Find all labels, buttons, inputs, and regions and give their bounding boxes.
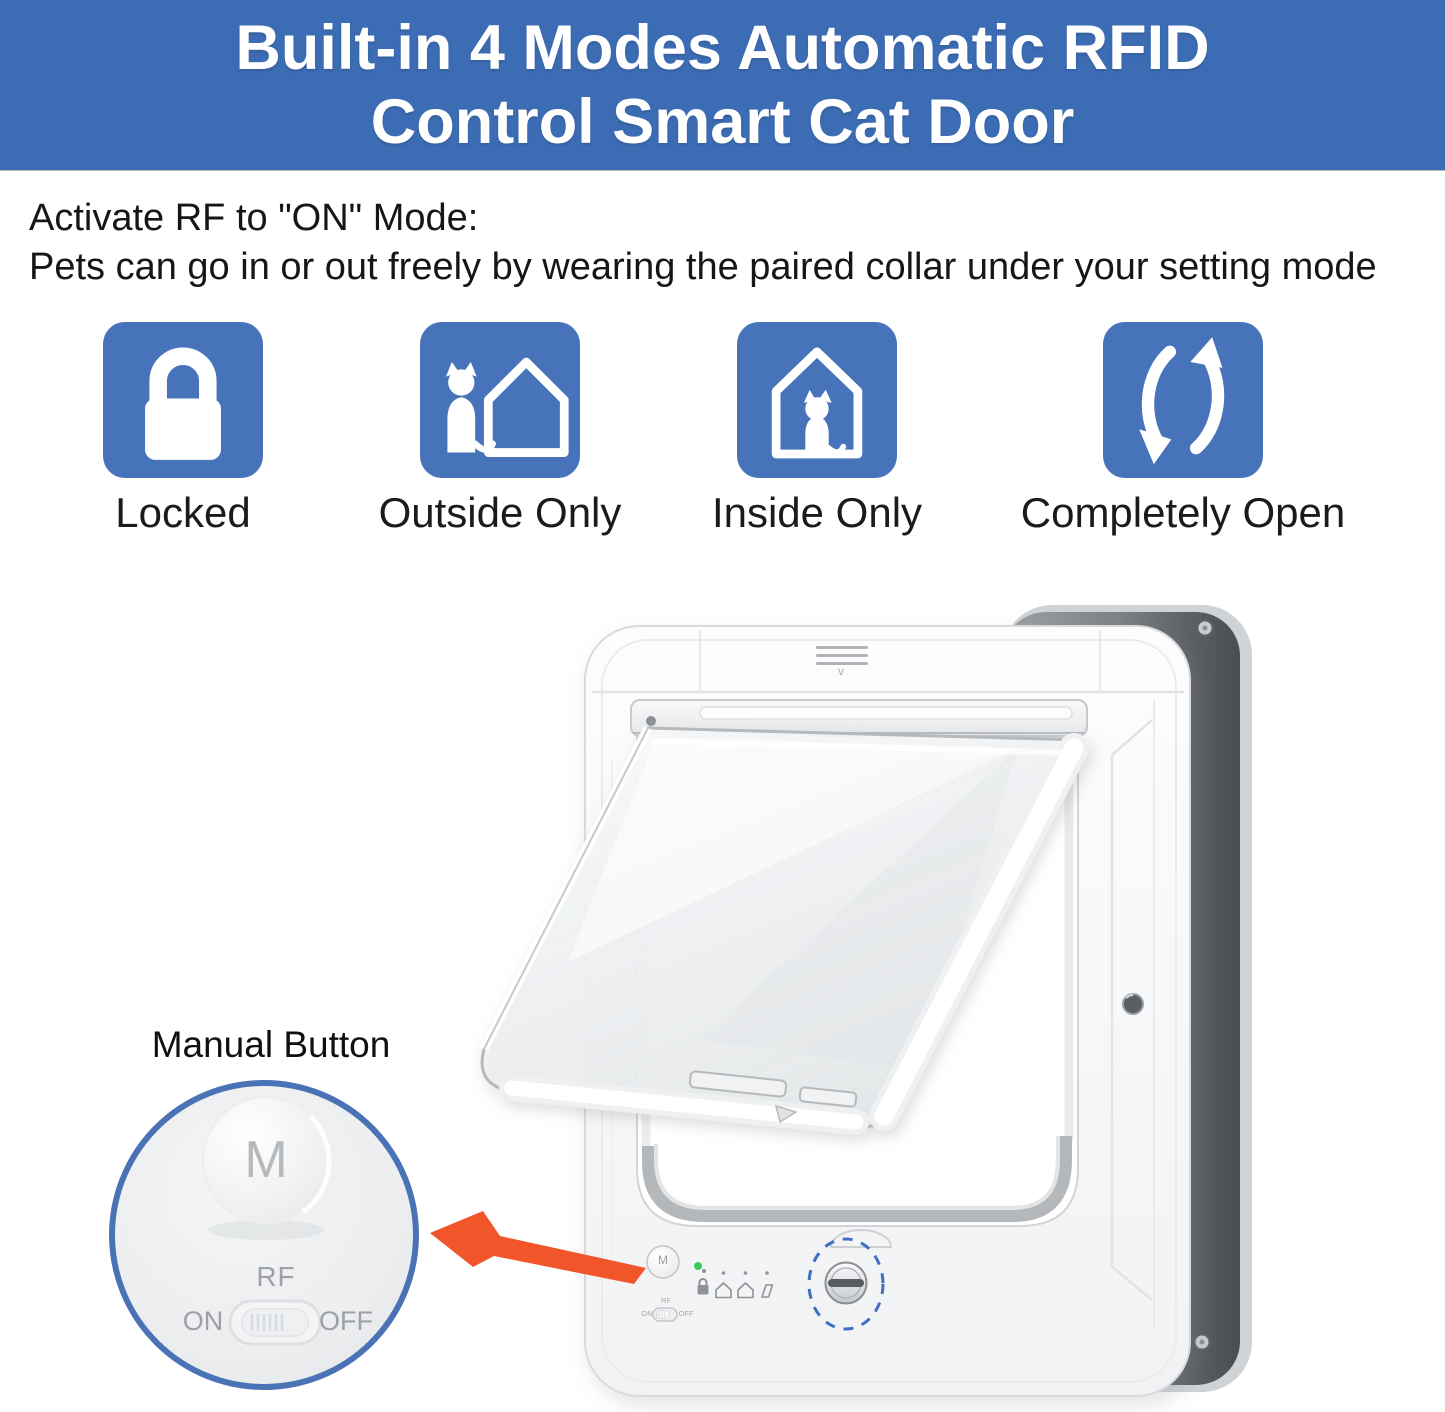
intro-line1: Activate RF to "ON" Mode: [29, 197, 479, 239]
header-title-line1: Built-in 4 Modes Automatic RFID [235, 13, 1210, 83]
mode-tile-inside-only-box [737, 322, 897, 478]
status-led [694, 1262, 702, 1270]
vent-marker: v [838, 664, 844, 678]
door-controls [646, 1237, 885, 1331]
mode-tile-outside-only: Outside Only [330, 322, 670, 537]
door-off-label: OFF [678, 1309, 694, 1318]
inset-off-label: OFF [319, 1306, 373, 1336]
double-swap-arrows-icon [1139, 337, 1225, 465]
header-banner: Built-in 4 Modes Automatic RFID Control … [0, 0, 1445, 171]
inset-on-label: ON [182, 1306, 224, 1336]
mode-tile-locked-box [103, 322, 263, 478]
mode-indicator-icons [697, 1271, 774, 1299]
mode-tile-completely-open-box [1103, 322, 1263, 478]
indicator-outside-icon [715, 1282, 732, 1299]
inset-m-button-label: M [244, 1131, 288, 1189]
screw-hole-bottom [1193, 1333, 1211, 1351]
inset-rf-toggle [228, 1299, 322, 1346]
flap-weather-strip [499, 733, 1089, 1135]
mode-tile-outside-only-box [420, 322, 580, 478]
cat-outside-house-icon [445, 357, 569, 457]
mode-tile-inside-only: Inside Only [647, 322, 987, 537]
cat-inside-house-icon [771, 347, 863, 459]
mode-tile-locked: Locked [13, 322, 353, 537]
intro-line2: Pets can go in or out freely by wearing … [29, 246, 1377, 288]
dial-highlight-dashed-circle [807, 1237, 885, 1331]
door-rf-label: RF [661, 1296, 671, 1305]
flap-latch-tab [829, 1229, 893, 1248]
lock-icon [145, 347, 221, 460]
indicator-open-icon [761, 1284, 774, 1298]
indicator-inside-icon [737, 1282, 754, 1299]
mode-label-locked: Locked [115, 489, 251, 536]
transparent-flap [479, 725, 1089, 1135]
vent-slots [816, 646, 868, 665]
mode-label-outside-only: Outside Only [378, 489, 622, 536]
door-m-button [646, 1245, 680, 1279]
screw-hole-top [1196, 619, 1214, 637]
manual-button-inset [109, 1080, 419, 1390]
door-on-label: ON [641, 1309, 653, 1318]
frame-screw [1122, 993, 1144, 1015]
door-rf-toggle [652, 1307, 678, 1322]
header-title-line2: Control Smart Cat Door [370, 87, 1075, 157]
inset-m-button [201, 1095, 332, 1225]
mode-label-completely-open: Completely Open [1020, 489, 1346, 536]
mode-label-inside-only: Inside Only [711, 489, 923, 536]
callout-arrow [430, 1211, 646, 1284]
flap-latch-hardware [688, 1070, 858, 1124]
indicator-lock-icon [697, 1278, 709, 1295]
manual-dial [824, 1261, 868, 1305]
mode-tile-completely-open: Completely Open [1013, 322, 1353, 537]
inset-rf-label: RF [256, 1261, 296, 1292]
hinge-pin [646, 716, 656, 726]
door-m-button-label: M [658, 1253, 668, 1267]
cat-door-illustration [109, 605, 1252, 1397]
manual-button-caption: Manual Button [151, 1024, 391, 1065]
flap-hinge-rail [630, 699, 1088, 737]
